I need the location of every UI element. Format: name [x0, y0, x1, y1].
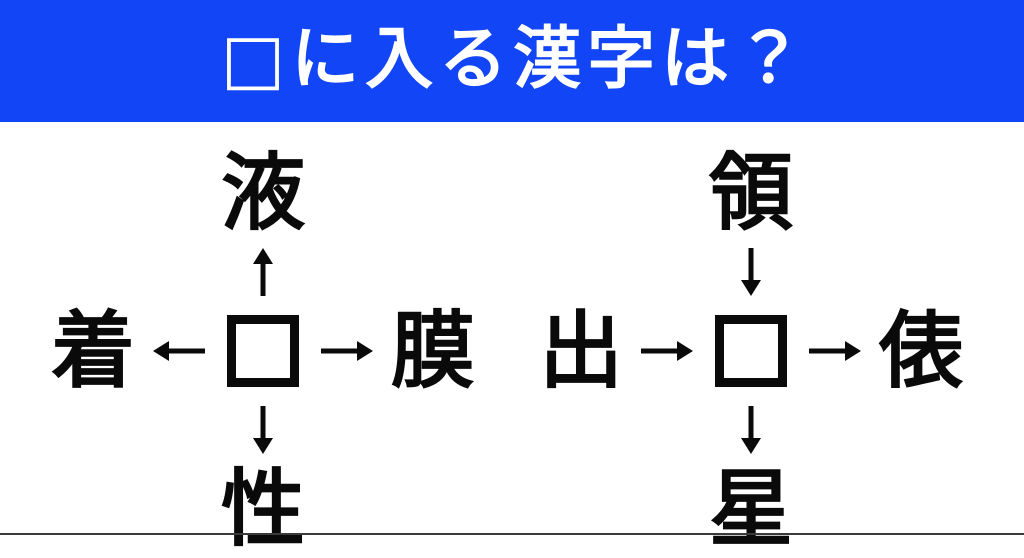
header-banner: □に入る漢字は？ — [0, 0, 1024, 122]
puzzle-left-bottom-arrow-down-icon — [210, 404, 316, 456]
puzzle-left-left-kanji: 着 — [50, 302, 135, 400]
puzzle-area: 液 着 膜 性 — [0, 122, 1024, 551]
puzzle-left-left-arrow-left-icon — [148, 298, 210, 404]
puzzle-right-right-kanji: 俵 — [878, 302, 963, 400]
puzzle-left-top-kanji: 液 — [220, 144, 305, 242]
puzzle-right-left-kanji: 出 — [538, 302, 623, 400]
footer-divider — [0, 533, 1024, 535]
puzzle-left-center-box[interactable] — [227, 315, 299, 387]
puzzle-right-bottom-arrow-down-icon — [698, 404, 804, 456]
puzzle-right-center-box[interactable] — [715, 315, 787, 387]
puzzle-right-top-kanji: 領 — [708, 144, 793, 242]
puzzle-left-top-arrow-up-icon — [210, 246, 316, 298]
puzzle-left: 液 着 膜 性 — [38, 140, 498, 551]
puzzle-right-bottom-kanji: 星 — [708, 460, 793, 558]
puzzle-left-bottom-kanji: 性 — [220, 460, 305, 558]
puzzle-right-top-arrow-down-icon — [698, 246, 804, 298]
puzzle-right-right-arrow-right-icon — [804, 298, 866, 404]
page-title: □に入る漢字は？ — [220, 20, 810, 99]
puzzle-right-left-arrow-right-icon — [636, 298, 698, 404]
puzzle-right: 領 出 俵 星 — [526, 140, 986, 551]
puzzle-left-right-arrow-right-icon — [316, 298, 378, 404]
puzzle-left-right-kanji: 膜 — [390, 302, 475, 400]
